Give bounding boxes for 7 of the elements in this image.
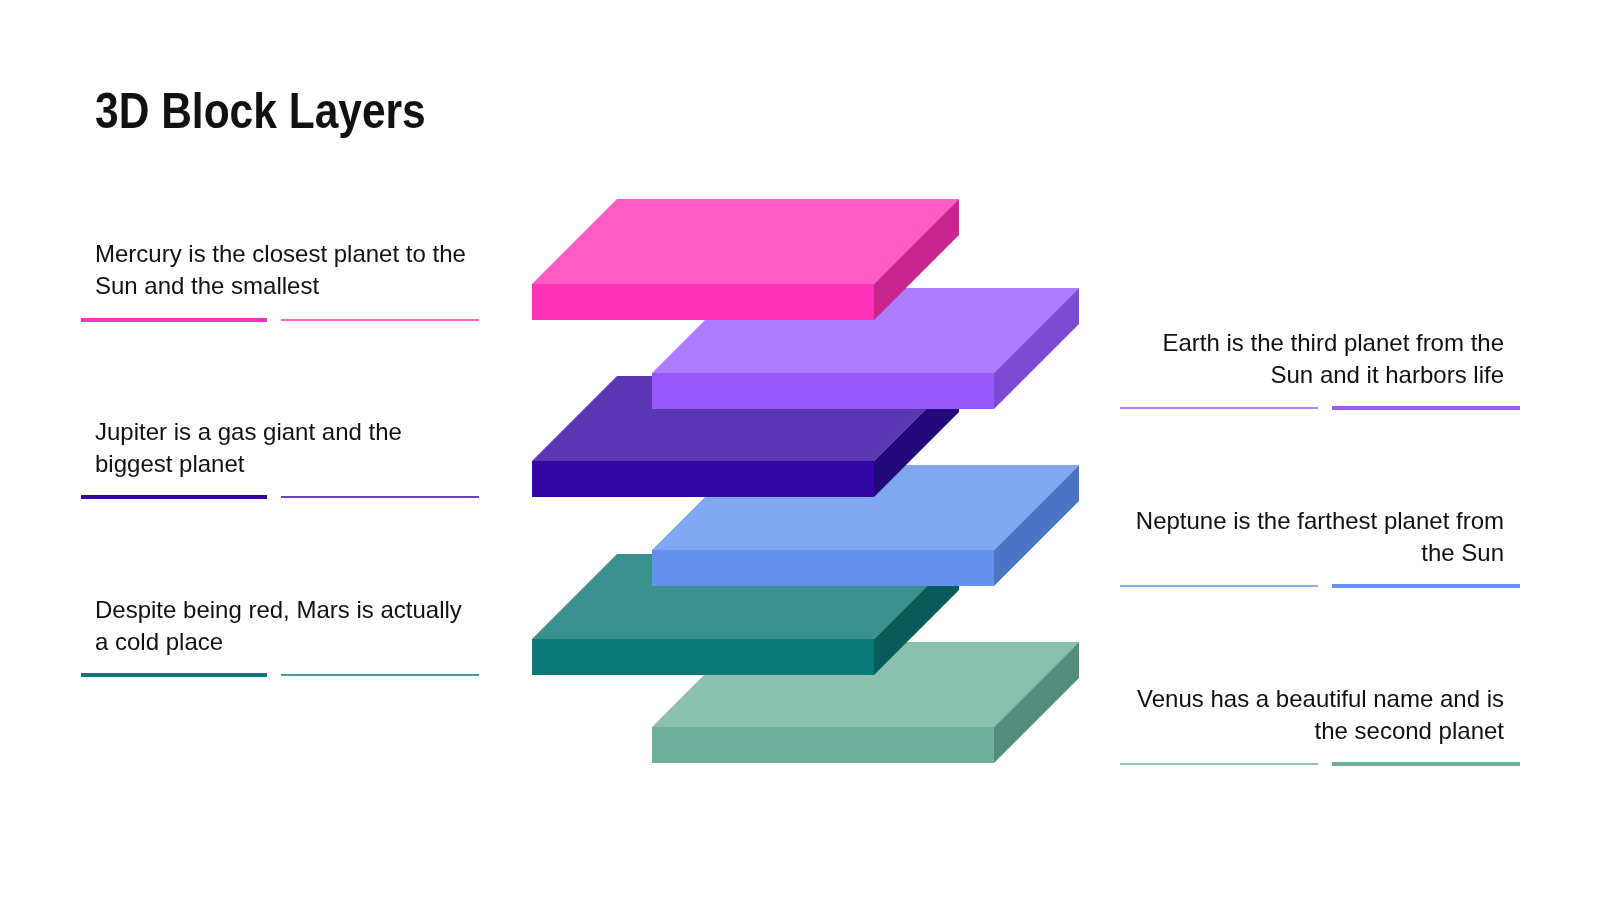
description-text: Jupiter is a gas giant and the biggest planet <box>95 417 403 479</box>
description-text: Mercury is the closest planet to the Sun and the smallest <box>95 239 467 301</box>
description-text: Venus has a beautiful name and is the second planet <box>1136 684 1504 746</box>
description-text: Neptune is the farthest planet from the Sun <box>1134 506 1504 568</box>
description-text: Earth is the third planet from the Sun and it harbors life <box>1161 328 1504 390</box>
title: 3D Block Layers <box>95 82 426 140</box>
description-text: Despite being red, Mars is actually a cold place <box>95 595 463 657</box>
